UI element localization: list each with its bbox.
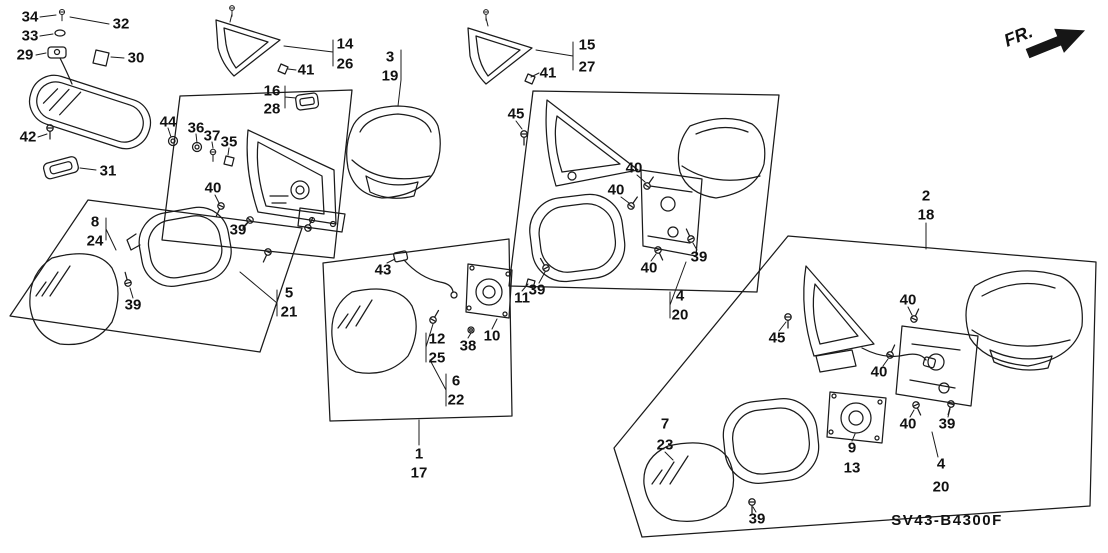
callout-door-mirror-right-9: 9 xyxy=(847,439,857,457)
callout-corner-garnish-left-41: 41 xyxy=(297,61,315,79)
callout-interior-mirror-30: 30 xyxy=(127,49,145,67)
callout-door-mirror-center-22: 22 xyxy=(447,391,465,409)
callout-door-mirror-center-43: 43 xyxy=(374,261,392,279)
callout-door-mirror-middle-20: 20 xyxy=(671,306,689,324)
callout-interior-mirror-29: 29 xyxy=(16,46,34,64)
corner-garnish-left-drawing xyxy=(215,5,289,77)
callout-door-mirror-middle-40: 40 xyxy=(607,181,625,199)
callout-door-mirror-middle-40: 40 xyxy=(625,159,643,177)
door-mirror-right-drawing xyxy=(643,265,1083,522)
callout-door-mirror-middle-4: 4 xyxy=(675,287,685,305)
callout-door-mirror-left-21: 21 xyxy=(280,303,298,321)
door-mirror-center-drawing xyxy=(331,250,536,374)
part-code-label: SV43-B4300F xyxy=(891,512,1003,529)
callout-door-mirror-right-4: 4 xyxy=(936,455,946,473)
callout-interior-mirror-31: 31 xyxy=(99,162,117,180)
callout-door-mirror-center-25: 25 xyxy=(428,349,446,367)
callout-door-mirror-center-38: 38 xyxy=(459,337,477,355)
callout-door-mirror-center-39: 39 xyxy=(528,281,546,299)
callout-door-mirror-left-44: 44 xyxy=(159,113,177,131)
callout-door-mirror-center-17: 17 xyxy=(410,464,428,482)
callout-door-mirror-right-40: 40 xyxy=(899,415,917,433)
callout-corner-garnish-right-27: 27 xyxy=(578,58,596,76)
callout-corner-garnish-right-41: 41 xyxy=(539,64,557,82)
door-mirror-middle-drawing xyxy=(520,99,766,283)
callout-door-mirror-left-8: 8 xyxy=(90,213,100,231)
callout-door-mirror-right-45: 45 xyxy=(768,329,786,347)
door-mirror-left-drawing xyxy=(29,92,441,346)
callout-door-mirror-right-2: 2 xyxy=(921,187,931,205)
callout-door-mirror-left-37: 37 xyxy=(203,127,221,145)
callout-corner-garnish-left-26: 26 xyxy=(336,55,354,73)
callout-door-mirror-left-36: 36 xyxy=(187,119,205,137)
callout-door-mirror-left-39: 39 xyxy=(229,221,247,239)
callout-door-mirror-center-10: 10 xyxy=(483,327,501,345)
callout-door-mirror-right-40: 40 xyxy=(899,291,917,309)
callout-door-mirror-right-13: 13 xyxy=(843,459,861,477)
callout-interior-mirror-32: 32 xyxy=(112,15,130,33)
callout-door-mirror-left-16: 16 xyxy=(263,82,281,100)
callout-interior-mirror-42: 42 xyxy=(19,128,37,146)
callout-interior-mirror-34: 34 xyxy=(21,8,39,26)
callout-door-mirror-left-3: 3 xyxy=(385,48,395,66)
callout-door-mirror-left-24: 24 xyxy=(86,232,104,250)
callout-door-mirror-left-28: 28 xyxy=(263,100,281,118)
callout-corner-garnish-right-15: 15 xyxy=(578,36,596,54)
callout-interior-mirror-33: 33 xyxy=(21,27,39,45)
callout-door-mirror-left-19: 19 xyxy=(381,67,399,85)
callout-door-mirror-center-6: 6 xyxy=(451,372,461,390)
interior-mirror-drawing xyxy=(28,8,152,180)
group-boxes xyxy=(9,89,1097,538)
fr-arrow-icon xyxy=(1025,28,1086,59)
callout-door-mirror-center-12: 12 xyxy=(428,330,446,348)
callout-door-mirror-right-39: 39 xyxy=(938,415,956,433)
callout-door-mirror-left-40: 40 xyxy=(204,179,222,197)
callout-door-mirror-right-18: 18 xyxy=(917,206,935,224)
callout-door-mirror-center-1: 1 xyxy=(414,445,424,463)
callout-door-mirror-right-23: 23 xyxy=(656,436,674,454)
callout-door-mirror-right-40: 40 xyxy=(870,363,888,381)
callout-door-mirror-middle-45: 45 xyxy=(507,105,525,123)
callout-door-mirror-left-5: 5 xyxy=(284,284,294,302)
callout-door-mirror-middle-39: 39 xyxy=(690,248,708,266)
callout-door-mirror-left-39: 39 xyxy=(124,296,142,314)
callout-door-mirror-right-39: 39 xyxy=(748,510,766,528)
callout-door-mirror-right-20: 20 xyxy=(932,478,950,496)
callout-door-mirror-left-35: 35 xyxy=(220,133,238,151)
callout-door-mirror-right-7: 7 xyxy=(660,415,670,433)
leader-lines xyxy=(35,13,951,513)
callout-door-mirror-middle-40: 40 xyxy=(640,259,658,277)
callout-corner-garnish-left-14: 14 xyxy=(336,35,354,53)
callout-door-mirror-center-11: 11 xyxy=(514,289,530,307)
